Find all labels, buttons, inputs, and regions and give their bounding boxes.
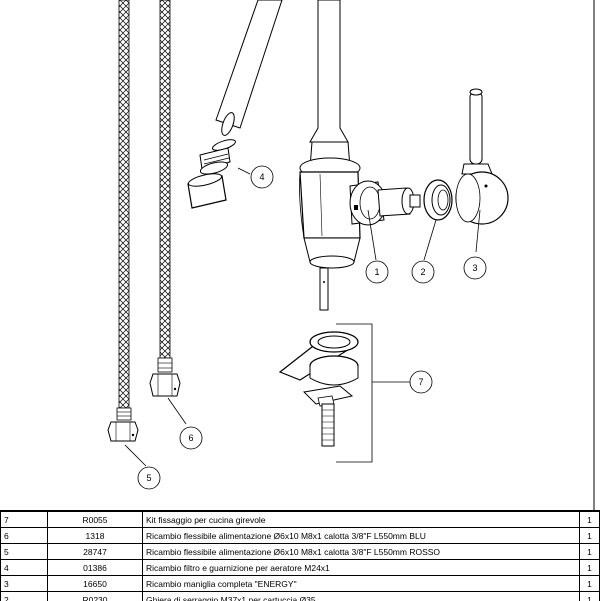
part-position: 3: [1, 576, 48, 592]
part-position: 4: [1, 560, 48, 576]
part-description: Ricambio maniglia completa "ENERGY": [143, 576, 580, 592]
part-description: Ricambio filtro e guarnizione per aerato…: [143, 560, 580, 576]
part-description: Kit fissaggio per cucina girevole: [143, 512, 580, 528]
braided-hose-blue: [150, 0, 180, 396]
part-description: Ricambio flessibile alimentazione Ø6x10 …: [143, 528, 580, 544]
exploded-view-drawing: 1 2 3 4 5 6 7: [0, 0, 600, 510]
callout-2-label: 2: [420, 267, 425, 277]
part-quantity: 1: [580, 544, 600, 560]
part-code: 28747: [48, 544, 143, 560]
callout-4: 4: [251, 166, 273, 188]
part-code: 01386: [48, 560, 143, 576]
callout-1: 1: [366, 261, 388, 283]
cartridge: [350, 181, 420, 225]
faucet-body: [300, 0, 361, 310]
braided-hose-red: [108, 0, 138, 441]
mounting-kit: [280, 332, 358, 446]
part-quantity: 1: [580, 528, 600, 544]
part-code: 16650: [48, 576, 143, 592]
callout-7-label: 7: [418, 377, 423, 387]
part-code: R0055: [48, 512, 143, 528]
part-code: 1318: [48, 528, 143, 544]
callout-5: 5: [138, 467, 160, 489]
part-description: Ricambio flessibile alimentazione Ø6x10 …: [143, 544, 580, 560]
callout-3-label: 3: [472, 263, 477, 273]
part-position: 7: [1, 512, 48, 528]
callout-5-label: 5: [146, 473, 151, 483]
callout-1-label: 1: [374, 267, 379, 277]
part-quantity: 1: [580, 512, 600, 528]
callout-6: 6: [180, 427, 202, 449]
callout-4-label: 4: [259, 172, 264, 182]
part-position: 5: [1, 544, 48, 560]
part-quantity: 1: [580, 576, 600, 592]
callout-2: 2: [412, 261, 434, 283]
handle-lever: [456, 89, 508, 224]
part-position: 6: [1, 528, 48, 544]
ring-nut: [424, 180, 452, 220]
callout-7: 7: [410, 371, 432, 393]
spout-tube: [216, 0, 282, 137]
aerator-filter: [187, 137, 236, 208]
part-quantity: 1: [580, 560, 600, 576]
callout-6-label: 6: [188, 433, 193, 443]
callout-3: 3: [464, 257, 486, 279]
